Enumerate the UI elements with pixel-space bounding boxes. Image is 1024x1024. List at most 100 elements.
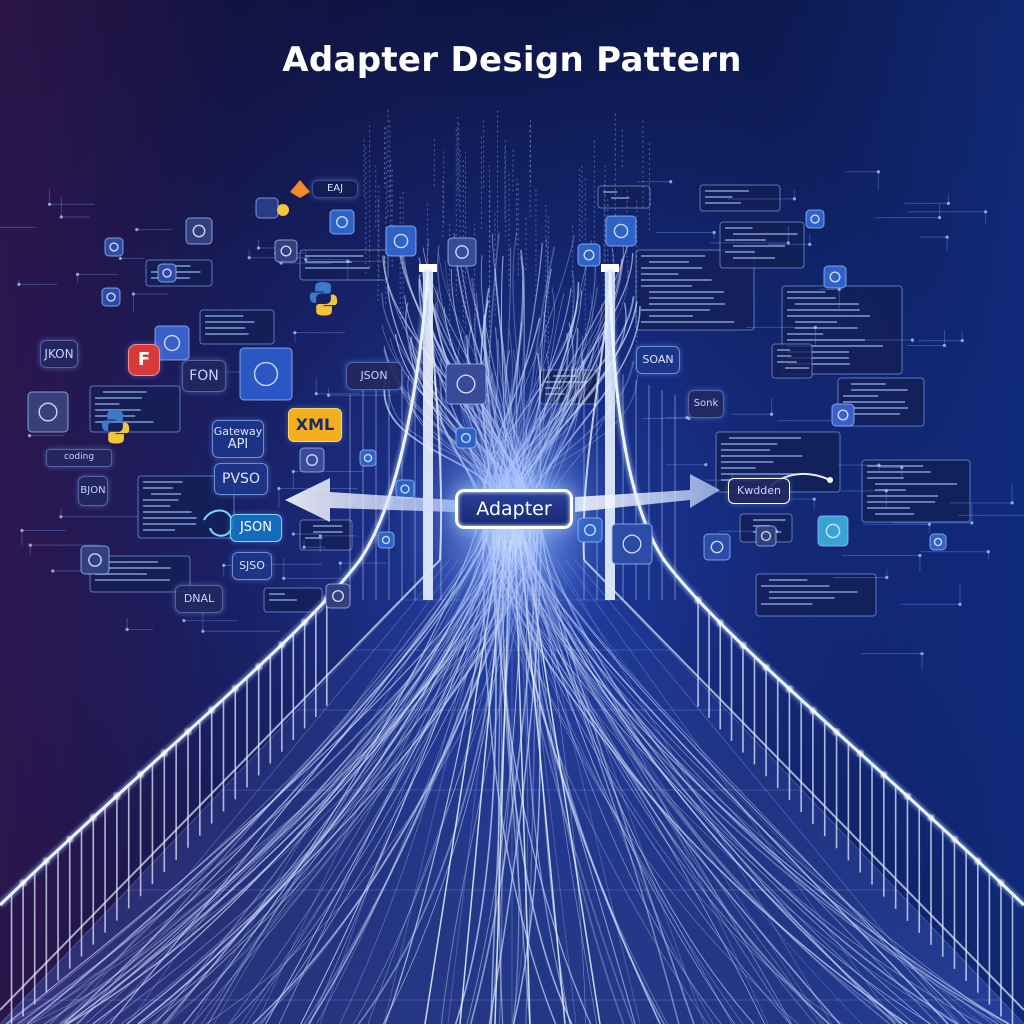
f-logo-letter: F (137, 348, 151, 370)
circuit-trace (958, 514, 1024, 516)
code-line (787, 345, 884, 347)
kwdden-tag-label: Kwdden (737, 484, 781, 498)
cable-light (904, 793, 911, 800)
code-line (875, 489, 906, 491)
circuit-node (812, 497, 816, 501)
code-line (305, 267, 370, 269)
circuit-node (770, 412, 774, 416)
circuit-trace (77, 273, 119, 283)
code-line (143, 529, 176, 531)
circuit-trace (183, 620, 238, 622)
circuit-node (876, 170, 880, 174)
code-line (729, 437, 802, 439)
cable-light (880, 771, 887, 778)
code-line (725, 239, 766, 241)
code-line (95, 403, 120, 405)
app-icon (929, 533, 947, 551)
circuit-trace (18, 279, 58, 285)
circuit-node (885, 575, 889, 580)
app-icon (329, 209, 355, 235)
cable-light (90, 814, 97, 821)
code-panel (755, 573, 877, 617)
app-icon (80, 545, 110, 575)
app-icon-glyph (363, 453, 373, 463)
app-icon-glyph (253, 361, 279, 387)
code-line (641, 279, 712, 281)
app-icon-glyph (455, 245, 469, 259)
code-line (875, 513, 915, 515)
deck-line (574, 559, 961, 1024)
code-line (787, 333, 824, 335)
circuit-node (808, 242, 812, 246)
code-line (795, 327, 858, 329)
right-railing (583, 559, 1024, 1011)
coding-tag-label: coding (63, 452, 95, 463)
code-line (705, 190, 749, 192)
left-railing (0, 559, 441, 1011)
app-icon-glyph (393, 233, 409, 249)
code-line (611, 197, 630, 199)
circuit-trace (136, 228, 173, 231)
circuit-node (918, 553, 922, 558)
code-line (95, 421, 154, 423)
code-line (769, 579, 808, 581)
app-icon-glyph (306, 454, 318, 466)
gateway-api-line1: Gateway (213, 425, 263, 439)
circuit-node (786, 241, 790, 245)
code-line (553, 375, 577, 377)
code-line (725, 227, 753, 229)
app-icon (445, 363, 487, 405)
app-icon-glyph (381, 535, 391, 545)
app-icon (101, 287, 121, 307)
app-icon-glyph (332, 590, 344, 602)
app-icon (274, 239, 298, 263)
code-line (721, 473, 796, 475)
tech-icons-layer (27, 180, 947, 609)
code-panel (861, 459, 971, 523)
circuit-trace (731, 398, 773, 415)
code-line (305, 261, 352, 263)
circuit-trace (294, 332, 346, 344)
app-icon (611, 523, 653, 565)
circuit-trace (637, 181, 672, 185)
circuit-trace (49, 188, 95, 205)
app-icon (577, 243, 601, 267)
app-icon-glyph (584, 524, 596, 536)
deck-line (0, 559, 441, 1024)
orange-logo-icon (290, 180, 310, 198)
app-icon-glyph (88, 553, 102, 567)
circuit-node (20, 528, 24, 533)
kwdden-tag: Kwdden (728, 478, 790, 504)
code-line (103, 391, 147, 393)
code-line (851, 383, 886, 385)
circuit-node (958, 602, 962, 606)
code-line (143, 511, 192, 513)
code-line (641, 255, 706, 257)
code-line (843, 395, 879, 397)
app-icon-glyph (933, 537, 943, 547)
yellow-dot-icon (277, 204, 289, 216)
code-line (721, 443, 778, 445)
code-line (705, 196, 733, 198)
circuit-node (125, 627, 129, 632)
app-icon (755, 525, 777, 547)
code-line (867, 471, 931, 473)
circuit-trace (875, 204, 941, 219)
circuit-node (17, 282, 21, 287)
app-icon (385, 225, 417, 257)
dnal-tag: DNAL (175, 585, 223, 613)
code-line (843, 413, 900, 415)
circuit-trace (777, 406, 836, 422)
circuit-node (920, 652, 924, 656)
app-icon (817, 515, 849, 547)
cable-light (717, 620, 724, 627)
left-arrow (285, 478, 455, 522)
code-line (851, 389, 908, 391)
code-line (649, 315, 693, 317)
circuit-trace (126, 618, 153, 631)
circuit-trace (119, 244, 145, 259)
code-line (867, 465, 924, 467)
code-line (143, 499, 179, 501)
cable-light (278, 641, 285, 648)
